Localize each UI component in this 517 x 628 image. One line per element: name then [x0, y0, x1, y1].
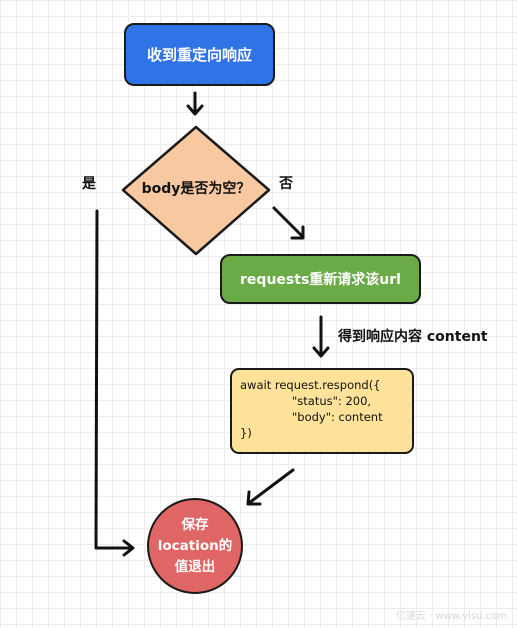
code-line: })	[240, 426, 252, 440]
arrowhead-respond-to-end	[246, 490, 262, 506]
no-edge-label: 否	[279, 176, 293, 192]
arrowhead-decision-to-end	[122, 539, 135, 557]
yes-edge-label: 是	[82, 176, 96, 192]
code-line: await request.respond({	[240, 378, 381, 392]
start-node: 收到重定向响应	[124, 23, 275, 86]
fetch-content-edge-label: 得到响应内容 content	[338, 329, 488, 345]
arrow-respond-to-end	[247, 468, 295, 505]
end-node-line: 保存	[181, 516, 209, 533]
arrowhead-start-to-decision	[186, 104, 204, 116]
decision-node-label: body是否为空？	[141, 181, 251, 197]
watermark: 亿速云 · www.yisu.com	[395, 611, 507, 622]
end-node: 保存 location的 值退出	[147, 498, 243, 594]
code-line: "status": 200,	[292, 394, 372, 408]
arrowhead-retry-to-respond	[312, 346, 330, 358]
retry-request-node: requests重新请求该url	[220, 254, 421, 304]
end-node-line: location的	[157, 537, 233, 554]
arrow-decision-to-end	[94, 209, 134, 550]
arrow-decision-to-retry	[272, 206, 304, 238]
arrowhead-decision-to-retry	[290, 225, 305, 240]
retry-request-label: requests重新请求该url	[240, 272, 401, 288]
code-line: "body": content	[292, 410, 383, 424]
decision-diamond	[121, 125, 271, 256]
start-node-label: 收到重定向响应	[146, 46, 252, 64]
respond-code-node: await request.respond({ "status": 200, "…	[230, 368, 414, 454]
end-node-line: 值退出	[174, 558, 216, 575]
